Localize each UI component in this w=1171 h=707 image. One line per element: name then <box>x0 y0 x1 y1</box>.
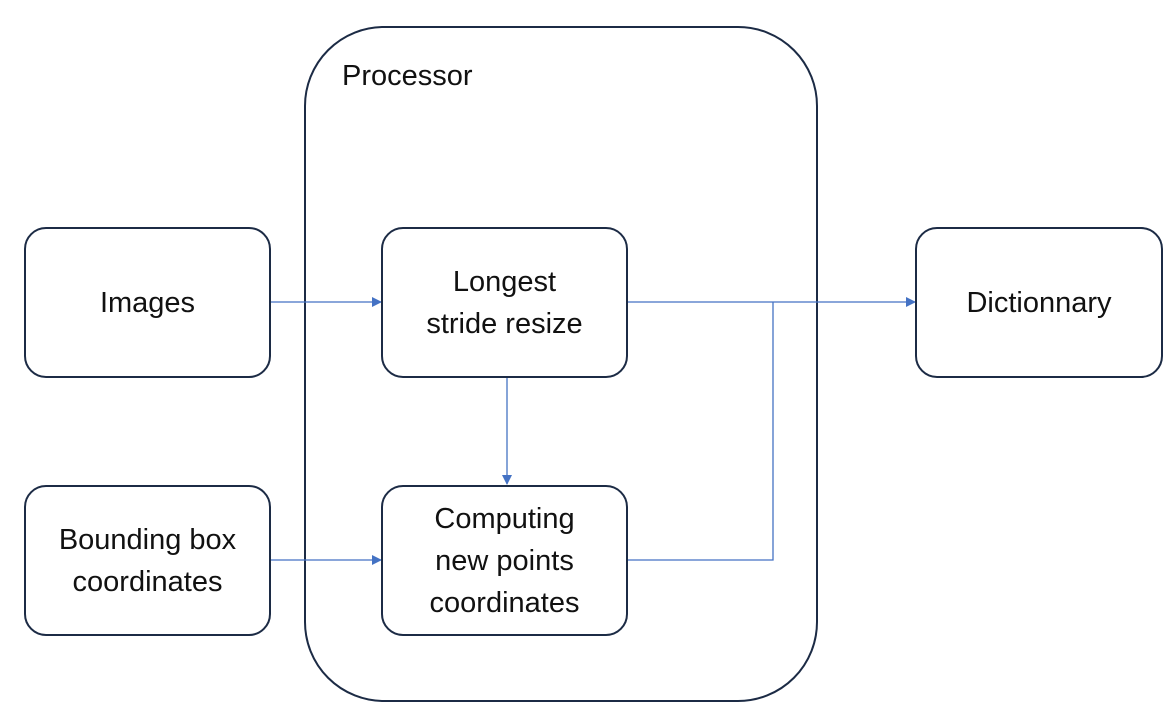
dictionary-label: Dictionnary <box>966 286 1112 319</box>
bounding-box-node: Bounding box coordinates <box>24 485 271 636</box>
dictionary-node: Dictionnary <box>915 227 1163 378</box>
edge-compute-to-join <box>628 302 774 561</box>
images-label: Images <box>99 286 196 319</box>
processor-title: Processor <box>342 60 473 92</box>
resize-node: Longest stride resize <box>381 227 628 378</box>
bounding-box-label: Bounding box coordinates <box>58 523 237 598</box>
compute-points-node: Computing new points coordinates <box>381 485 628 636</box>
images-node: Images <box>24 227 271 378</box>
compute-points-label: Computing new points coordinates <box>429 502 580 619</box>
resize-label: Longest stride resize <box>426 265 583 340</box>
